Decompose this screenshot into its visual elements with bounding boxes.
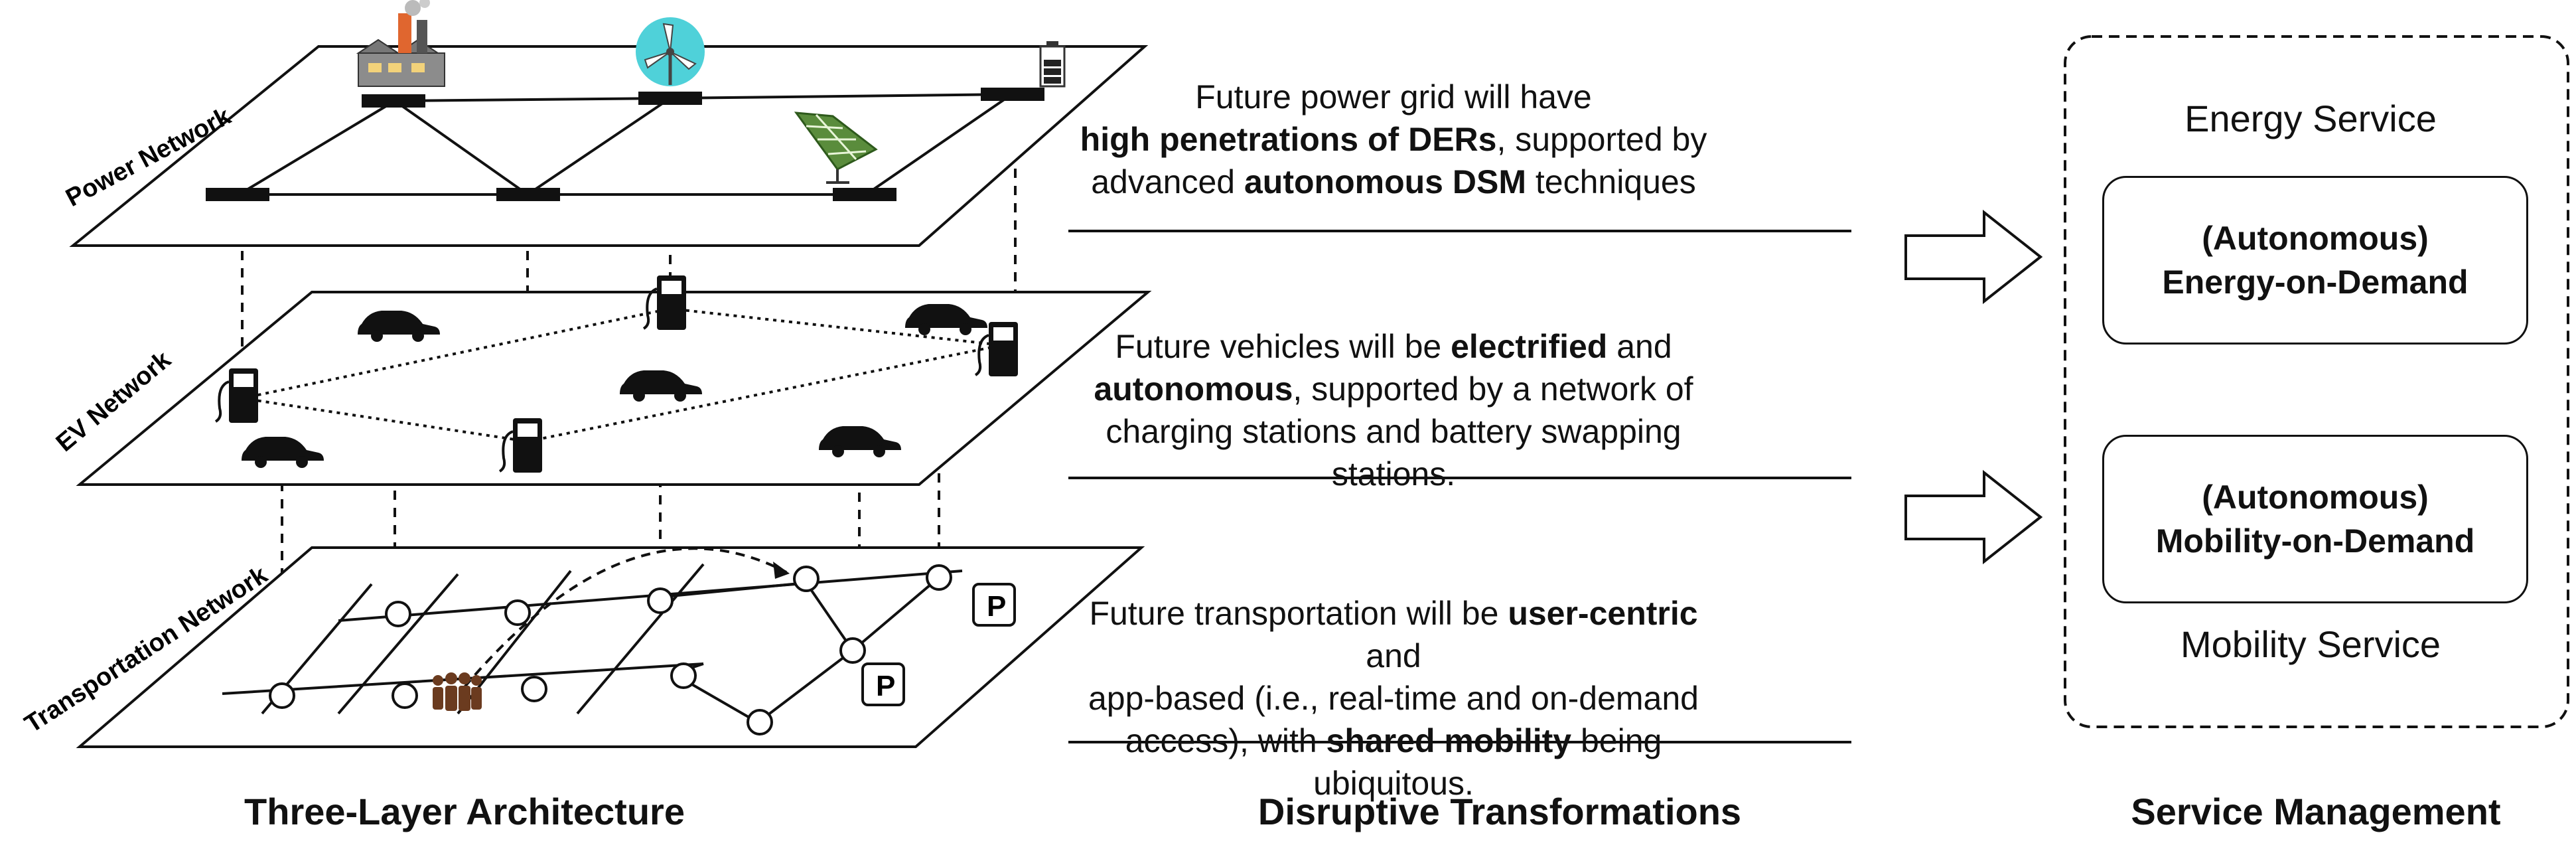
road-node (793, 566, 820, 592)
car-icon (905, 304, 987, 335)
power-plant-icon (356, 0, 445, 87)
charging-station-icon (642, 275, 686, 330)
grid-bus-bar (981, 88, 1044, 101)
power-plane (69, 45, 1149, 247)
trip-path (463, 547, 787, 688)
road-node (747, 709, 773, 735)
grid-bus-bar (362, 94, 425, 108)
energy-service-title: Energy Service (2184, 98, 2437, 139)
energy-on-demand-box: (Autonomous) Energy-on-Demand (2102, 176, 2528, 345)
charging-station-icon (214, 368, 258, 423)
battery-storage-icon (1039, 41, 1066, 88)
mobility-on-demand-box: (Autonomous) Mobility-on-Demand (2102, 435, 2528, 603)
energy-box-line: (Autonomous) (2202, 220, 2429, 257)
parking-icon: P (861, 662, 905, 706)
heading-architecture: Three-Layer Architecture (244, 791, 685, 832)
power-layer (69, 0, 1149, 247)
road-node (504, 599, 531, 626)
road-node (269, 682, 295, 709)
people-group-icon (433, 672, 482, 711)
parking-label: P (987, 590, 1006, 623)
road-node (647, 587, 674, 614)
road-node (839, 637, 866, 664)
car-icon (358, 311, 440, 342)
charging-station-icon (974, 322, 1018, 376)
arrow-to-energy-icon (1904, 209, 2043, 305)
road-node (385, 601, 411, 627)
solar-panel-icon (794, 112, 878, 184)
ev-layer (76, 275, 1152, 486)
mobility-box-line: (Autonomous) (2202, 479, 2429, 516)
grid-bus-bar (833, 188, 896, 201)
car-icon (620, 370, 702, 402)
parking-icon: P (972, 583, 1016, 627)
road-node (521, 676, 547, 702)
road-node (670, 662, 697, 689)
trip-arrowhead (773, 562, 790, 579)
car-icon (242, 437, 324, 468)
mobility-service-title: Mobility Service (2180, 623, 2441, 665)
heading-service: Service Management (2131, 791, 2501, 832)
wind-turbine-icon (636, 17, 705, 86)
charging-station-icon (498, 418, 542, 473)
mobility-box-line: Mobility-on-Demand (2155, 522, 2475, 560)
grid-bus-bar (206, 188, 269, 201)
service-container (2064, 35, 2569, 728)
transport-transformation-text: Future transportation will be user-centr… (1088, 595, 1699, 802)
parking-label: P (876, 670, 895, 702)
car-icon (819, 426, 901, 457)
road-node (392, 682, 418, 709)
heading-transformations: Disruptive Transformations (1257, 791, 1742, 832)
ev-transformation-text: Future vehicles will be electrified and … (1094, 328, 1693, 493)
arrow-to-mobility-icon (1904, 469, 2043, 565)
power-transformation-text: Future power grid will have high penetra… (1080, 78, 1707, 200)
energy-box-line: Energy-on-Demand (2162, 264, 2469, 301)
road-node (926, 564, 952, 591)
transport-layer: P P (76, 546, 1145, 748)
grid-bus-bar (496, 188, 560, 201)
grid-bus-bar (638, 92, 702, 105)
